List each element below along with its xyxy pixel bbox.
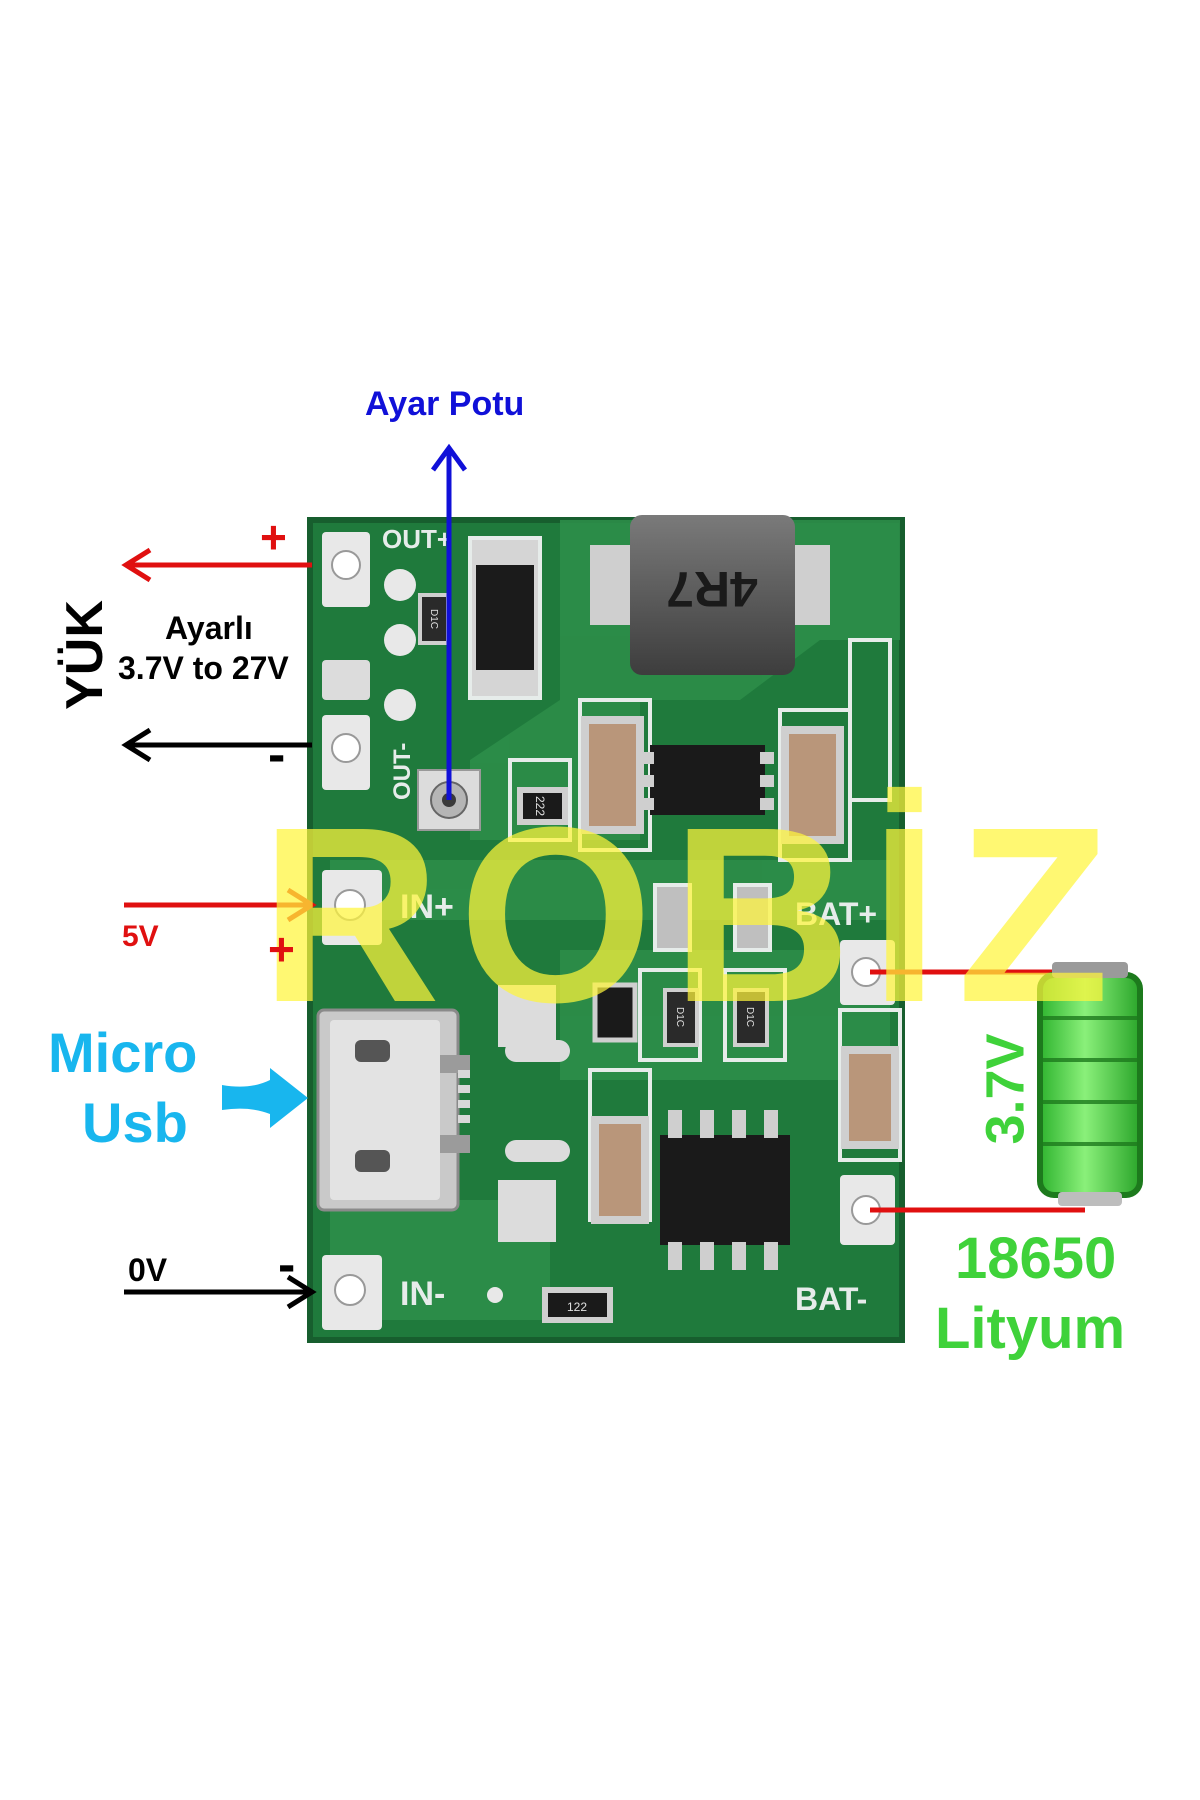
resistor-small bbox=[592, 982, 638, 1043]
out-plus-arrowhead bbox=[121, 547, 152, 583]
out-minus-sign: - bbox=[268, 726, 286, 784]
via-3 bbox=[384, 689, 416, 721]
battery-18650 bbox=[1037, 962, 1143, 1206]
silk-bat-minus: BAT- bbox=[795, 1281, 867, 1317]
pad-bat-plus bbox=[840, 940, 895, 1005]
pad-slot-2 bbox=[505, 1140, 570, 1162]
load-label: YÜK bbox=[55, 600, 114, 710]
capacitor-2 bbox=[781, 726, 844, 844]
diode-b-marking: D1C bbox=[674, 1007, 685, 1027]
diode-c-marking: D1C bbox=[744, 1007, 755, 1027]
in-voltage-label: 5V bbox=[122, 920, 159, 953]
in-minus-sign: - bbox=[278, 1236, 296, 1294]
charger-ic bbox=[660, 1110, 790, 1270]
micro-usb-label-2: Usb bbox=[82, 1091, 188, 1154]
via-4 bbox=[487, 1287, 503, 1303]
diode-a-marking: D1C bbox=[428, 609, 439, 629]
inductor-marking: 4R7 bbox=[666, 561, 758, 617]
in-zero-label: 0V bbox=[128, 1252, 168, 1288]
capacitor-1 bbox=[581, 716, 644, 834]
adjustable-label: Ayarlı bbox=[165, 610, 253, 646]
out-minus-arrowhead bbox=[121, 727, 152, 763]
silk-in-plus: IN+ bbox=[400, 888, 454, 926]
via-2 bbox=[384, 624, 416, 656]
battery-type-label-2: Lityum bbox=[935, 1296, 1126, 1361]
via-1 bbox=[384, 569, 416, 601]
pads bbox=[322, 532, 895, 1330]
output-range-label: 3.7V to 27V bbox=[118, 650, 289, 686]
annotation-lines bbox=[121, 443, 1085, 1310]
inductor: 4R7 bbox=[590, 515, 830, 675]
boost-ic bbox=[640, 745, 774, 815]
micro-usb-connector bbox=[316, 1008, 470, 1212]
pad-mid bbox=[322, 660, 370, 700]
silk-in-minus: IN- bbox=[400, 1275, 445, 1313]
in-minus-arrowhead bbox=[286, 1274, 317, 1310]
out-plus-sign: + bbox=[260, 511, 287, 563]
resistor-122-marking: 122 bbox=[567, 1300, 587, 1314]
battery-type-label-1: 18650 bbox=[955, 1226, 1117, 1291]
pad-in-minus bbox=[322, 1255, 382, 1330]
pad-out-minus bbox=[322, 715, 370, 790]
resistor-222: 222 bbox=[517, 787, 568, 825]
diode-d1c-c: D1C bbox=[733, 988, 769, 1047]
diode-d1c-b: D1C bbox=[663, 988, 699, 1047]
battery-voltage-label: 3.7V bbox=[975, 1033, 1036, 1145]
diode-d1c-a: D1C bbox=[418, 593, 450, 645]
resistor-122: 122 bbox=[542, 1287, 613, 1323]
silk-out-minus: OUT- bbox=[389, 743, 416, 800]
pad-in-plus bbox=[322, 870, 382, 945]
capacitor-3 bbox=[591, 1116, 649, 1224]
pad-out-plus bbox=[322, 532, 370, 607]
watermark: ROBİZ bbox=[260, 775, 1128, 1054]
led-1 bbox=[653, 883, 692, 952]
pad-bat-minus bbox=[840, 1175, 895, 1245]
in-plus-arrowhead bbox=[286, 887, 317, 923]
silk-bat-plus: BAT+ bbox=[795, 896, 877, 932]
schottky-diode bbox=[468, 536, 542, 700]
micro-usb-label-1: Micro bbox=[48, 1021, 198, 1084]
pad-usb-shield-1 bbox=[498, 985, 556, 1047]
capacitor-4 bbox=[841, 1046, 899, 1149]
silkscreen-labels: OUT+ OUT- IN+ IN- BAT+ BAT- bbox=[382, 524, 877, 1317]
micro-usb-arrow bbox=[222, 1068, 308, 1128]
silk-out-plus: OUT+ bbox=[382, 524, 452, 554]
trim-pot-arrowhead bbox=[430, 443, 468, 472]
pad-slot-1 bbox=[505, 1040, 570, 1062]
pad-usb-shield-2 bbox=[498, 1180, 556, 1242]
components: 4R7 222 122 bbox=[316, 515, 899, 1323]
in-plus-sign: + bbox=[268, 923, 295, 975]
trim-pot-label: Ayar Potu bbox=[365, 385, 525, 423]
led-2 bbox=[733, 883, 772, 952]
resistor-222-marking: 222 bbox=[533, 796, 547, 816]
